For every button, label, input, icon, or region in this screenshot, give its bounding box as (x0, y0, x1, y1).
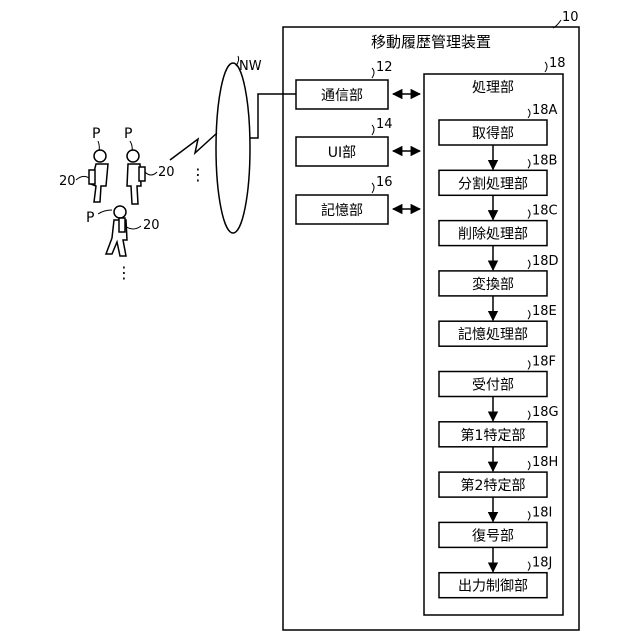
step-ref-leader (528, 210, 530, 219)
ui-unit-label: UI部 (328, 145, 356, 161)
communication-unit-ref: 12 (376, 60, 393, 75)
device-title: 移動履歴管理装置 (371, 33, 491, 51)
terminal-ref: 20 (158, 165, 175, 180)
step-ref-leader (528, 562, 530, 571)
person-label: P (92, 126, 100, 142)
communication-unit-leader (372, 68, 374, 78)
storage-unit-ref: 16 (376, 175, 393, 190)
network-link (250, 94, 296, 138)
ui-unit-ref: 14 (376, 117, 393, 132)
step-label: 受付部 (472, 378, 514, 394)
step-label: 出力制御部 (458, 579, 528, 595)
step-label: 記憶処理部 (458, 326, 528, 343)
step-ref-leader (528, 310, 530, 319)
step-ref: 18D (532, 254, 559, 269)
network-ellipsis: ⋮ (190, 165, 206, 184)
terminal-ref-leader (145, 172, 157, 175)
persons-group (89, 150, 145, 256)
step-ref: 18H (532, 455, 558, 470)
step-ref: 18C (532, 204, 558, 219)
step-ref-leader (528, 511, 530, 520)
step-ref: 18E (532, 304, 557, 319)
step-label: 削除処理部 (458, 227, 528, 243)
step-ref: 18B (532, 153, 557, 168)
person-icon (106, 206, 127, 256)
person-label-leader (98, 210, 112, 214)
step-ref: 18F (532, 355, 556, 370)
step-label: 分割処理部 (458, 175, 528, 192)
network-ref: NW (239, 59, 262, 74)
persons-ellipsis: ⋮ (116, 263, 132, 282)
processor-ref: 18 (549, 56, 566, 71)
person-icon (127, 150, 145, 204)
step-ref-leader (528, 411, 530, 420)
storage-unit-label: 記憶部 (321, 202, 363, 219)
person-icon (89, 150, 108, 202)
step-ref: 18A (532, 103, 558, 118)
processor-label: 処理部 (472, 80, 514, 96)
step-ref-leader (528, 260, 530, 269)
ui-unit-leader (372, 125, 374, 135)
network-ellipse (216, 63, 250, 233)
step-ref-leader (528, 361, 530, 370)
device-ref: 10 (562, 10, 579, 25)
step-ref: 18G (532, 405, 559, 420)
person-label: P (86, 210, 94, 226)
storage-unit-leader (372, 183, 374, 193)
terminal-ref: 20 (59, 174, 76, 189)
terminal-ref: 20 (143, 218, 160, 233)
step-label: 第1特定部 (461, 427, 526, 444)
step-label: 第2特定部 (461, 477, 526, 494)
communication-unit-label: 通信部 (321, 88, 363, 104)
step-label: 変換部 (472, 276, 514, 293)
step-ref-leader (528, 109, 530, 118)
terminal-ref-leader (125, 226, 141, 229)
wireless-link-icon (170, 133, 217, 160)
step-ref: 18J (532, 556, 552, 571)
person-label-leader (130, 141, 132, 151)
step-ref: 18I (532, 505, 552, 520)
step-label: 復号部 (472, 527, 514, 544)
terminal-ref-leader (76, 176, 89, 180)
step-ref-leader (528, 461, 530, 470)
step-label: 取得部 (472, 125, 514, 142)
person-label: P (124, 126, 132, 142)
processor-steps: 取得部 18A 分割処理部 18B 削除処理部 18C 変換部 18D 記憶処理部 18E 受付部 1… (439, 103, 559, 598)
step-ref-leader (528, 159, 530, 168)
processor-ref-leader (545, 62, 547, 72)
